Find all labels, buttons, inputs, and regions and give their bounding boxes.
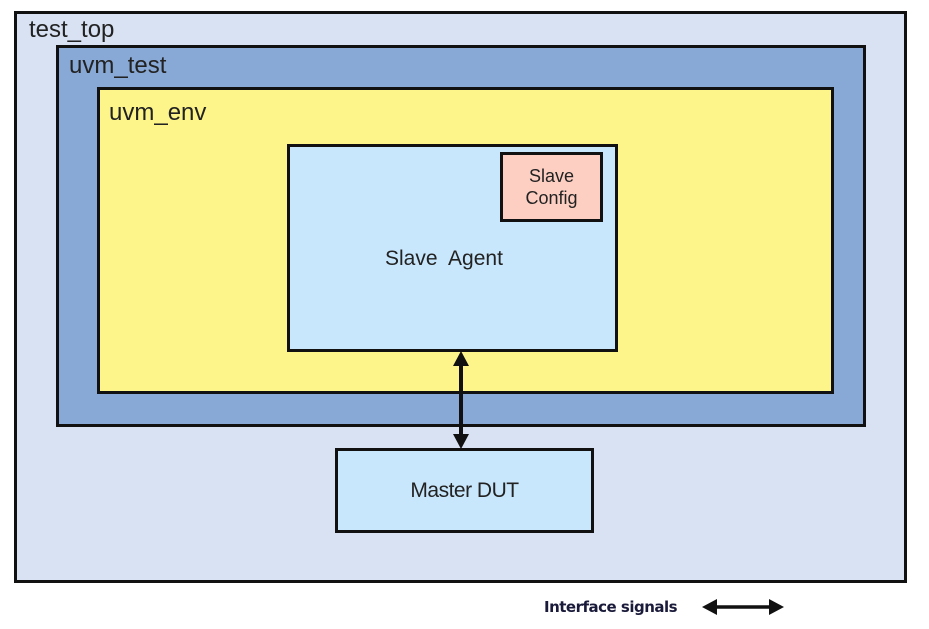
slave-config-label-line1: Slave bbox=[528, 166, 575, 186]
slave-config-box: Slave Config bbox=[500, 152, 603, 222]
double-arrow-icon bbox=[702, 599, 784, 615]
slave-agent-label: Slave Agent bbox=[385, 247, 503, 270]
test-top-label: test_top bbox=[29, 16, 115, 43]
legend-label: Interface signals bbox=[544, 598, 678, 616]
master-dut-box: Master DUT bbox=[335, 448, 594, 533]
master-dut-label: Master DUT bbox=[410, 478, 519, 502]
slave-config-label-line2: Config bbox=[525, 188, 578, 208]
uvm-env-label: uvm_env bbox=[109, 99, 207, 126]
uvm-test-label: uvm_test bbox=[69, 52, 167, 79]
interface-arrow bbox=[453, 351, 469, 449]
